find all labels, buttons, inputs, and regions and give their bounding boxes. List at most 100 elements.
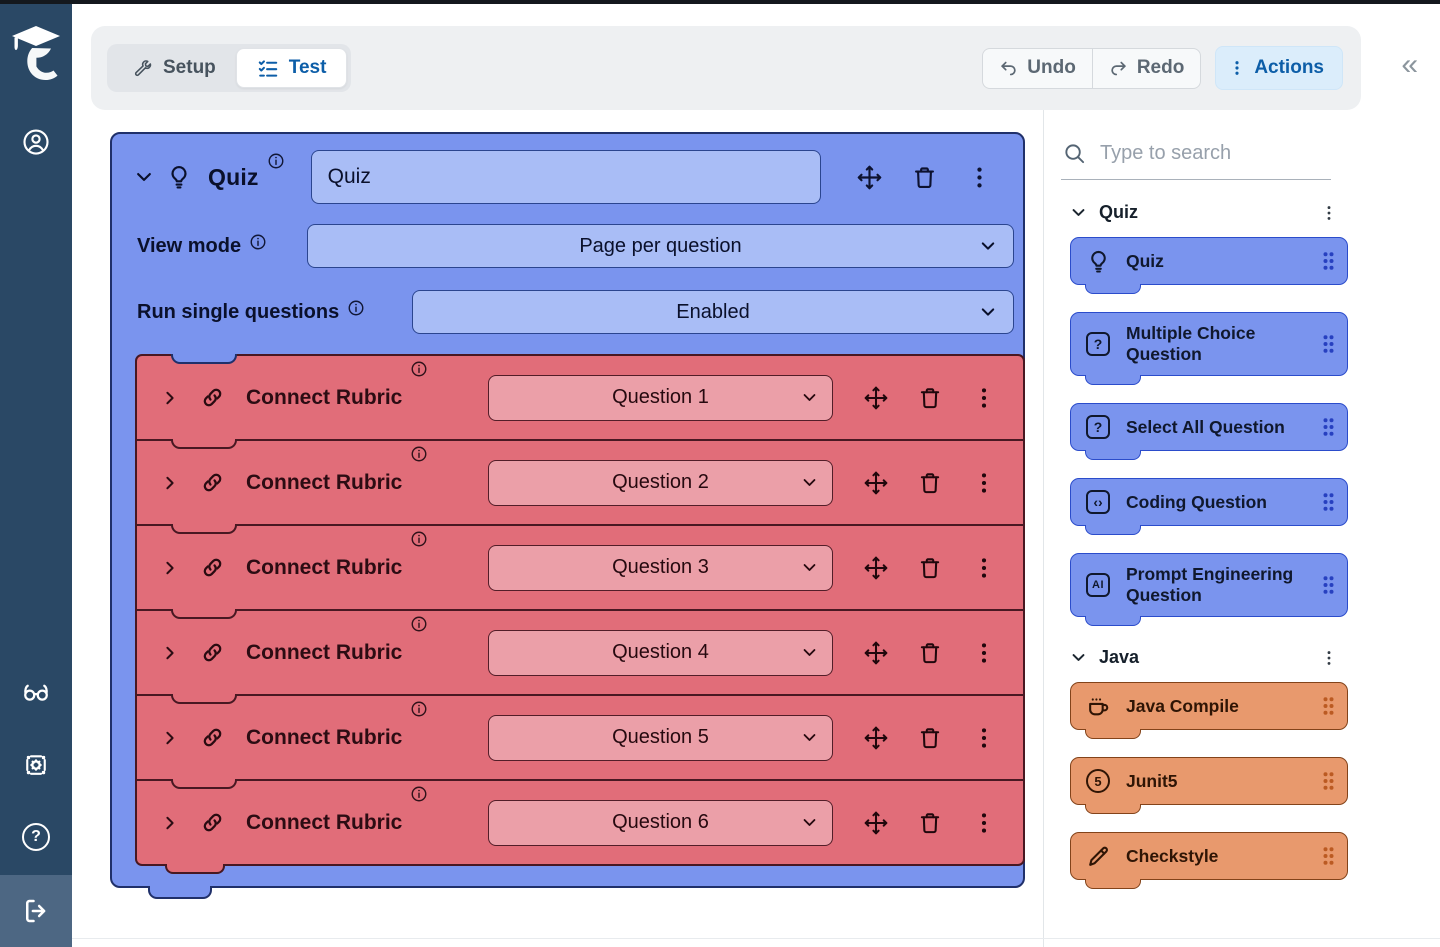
question-select[interactable]: Question 2 (488, 459, 833, 506)
trash-icon[interactable] (917, 555, 943, 581)
connect-rubric-block[interactable]: Connect Rubric Question 4 (135, 609, 1025, 696)
drag-handle-icon[interactable] (1322, 771, 1335, 791)
question-select[interactable]: Question 3 (488, 544, 833, 591)
info-icon[interactable] (410, 785, 428, 803)
autotest-button[interactable] (16, 745, 56, 785)
connect-rubric-title: Connect Rubric (246, 810, 403, 834)
palette-block[interactable]: ‹› Coding Question (1070, 478, 1348, 535)
question-select[interactable]: Question 1 (488, 374, 833, 421)
trash-icon[interactable] (917, 810, 943, 836)
connect-rubric-block[interactable]: Connect Rubric Question 3 (135, 524, 1025, 611)
chevron-down-icon[interactable] (134, 167, 154, 187)
kebab-icon[interactable] (1319, 648, 1339, 668)
tab-setup[interactable]: Setup (111, 48, 236, 88)
chevron-right-icon[interactable] (161, 474, 179, 492)
redo-button[interactable]: Redo (1091, 47, 1202, 89)
info-icon[interactable] (410, 530, 428, 548)
trash-icon[interactable] (917, 640, 943, 666)
trash-icon[interactable] (911, 164, 938, 191)
connect-rubric-actions (863, 725, 1003, 751)
block-palette-panel: Quiz Quiz (1043, 110, 1361, 947)
kebab-icon[interactable] (971, 725, 997, 751)
info-icon[interactable] (347, 299, 365, 317)
chevron-right-icon[interactable] (161, 729, 179, 747)
palette-block[interactable]: Java Compile (1070, 682, 1348, 739)
drag-handle-icon[interactable] (1322, 334, 1335, 354)
palette-block[interactable]: 5 Junit5 (1070, 757, 1348, 814)
wrench-icon (131, 57, 153, 79)
connect-rubric-block[interactable]: Connect Rubric Question 6 (135, 779, 1025, 874)
palette-block[interactable]: Checkstyle (1070, 832, 1348, 889)
view-mode-select[interactable]: Page per question (307, 224, 1014, 268)
connect-rubric-title: Connect Rubric (246, 555, 403, 579)
drag-handle-icon[interactable] (1322, 417, 1335, 437)
actions-button[interactable]: Actions (1215, 46, 1343, 90)
trash-icon[interactable] (917, 725, 943, 751)
help-button[interactable]: ? (16, 817, 56, 857)
info-icon[interactable] (249, 233, 267, 251)
kebab-icon[interactable] (971, 385, 997, 411)
info-icon[interactable] (410, 445, 428, 463)
move-icon[interactable] (863, 555, 889, 581)
review-button[interactable] (16, 672, 56, 712)
quiz-block[interactable]: Quiz (110, 132, 1025, 899)
kebab-icon[interactable] (971, 640, 997, 666)
info-icon[interactable] (410, 360, 428, 378)
connect-rubric-title: Connect Rubric (246, 640, 403, 664)
drag-handle-icon[interactable] (1322, 251, 1335, 271)
drag-handle-icon[interactable] (1322, 492, 1335, 512)
palette-block[interactable]: ? Multiple Choice Question (1070, 312, 1348, 385)
palette-blocks-java: Java Compile 5 Junit5 (1070, 682, 1348, 889)
chevron-down-icon[interactable] (1070, 204, 1087, 221)
quiz-block-header: Quiz (112, 148, 1023, 206)
drag-handle-icon[interactable] (1322, 696, 1335, 716)
app-logo-icon[interactable] (10, 24, 62, 80)
palette-block[interactable]: AI Prompt Engineering Question (1070, 553, 1348, 626)
connect-rubric-block[interactable]: Connect Rubric Question 5 (135, 694, 1025, 781)
drag-handle-icon[interactable] (1322, 575, 1335, 595)
connect-rubric-block[interactable]: Connect Rubric Question 2 (135, 439, 1025, 526)
palette-section-java-header: Java (1070, 647, 1339, 668)
run-single-questions-select[interactable]: Enabled (412, 290, 1014, 334)
connect-rubric-actions (863, 810, 1003, 836)
connect-rubric-block[interactable]: Connect Rubric Question 1 (135, 354, 1025, 441)
kebab-icon[interactable] (971, 555, 997, 581)
account-button[interactable] (16, 122, 56, 162)
palette-block[interactable]: Quiz (1070, 237, 1348, 294)
view-mode-value: Page per question (579, 234, 742, 257)
chevron-down-icon[interactable] (1070, 649, 1087, 666)
actions-label: Actions (1254, 57, 1324, 78)
info-icon[interactable] (267, 152, 285, 170)
info-icon[interactable] (410, 615, 428, 633)
kebab-icon[interactable] (966, 164, 993, 191)
info-icon[interactable] (410, 700, 428, 718)
palette-search-input[interactable] (1100, 142, 1331, 165)
move-icon[interactable] (863, 810, 889, 836)
chevron-right-icon[interactable] (161, 814, 179, 832)
chevron-right-icon[interactable] (161, 389, 179, 407)
collapse-panel-button[interactable]: « (1401, 50, 1418, 80)
palette-block[interactable]: ? Select All Question (1070, 403, 1348, 460)
kebab-icon[interactable] (1319, 203, 1339, 223)
undo-button[interactable]: Undo (982, 47, 1092, 89)
kebab-icon[interactable] (971, 810, 997, 836)
move-icon[interactable] (863, 385, 889, 411)
move-icon[interactable] (856, 164, 883, 191)
move-icon[interactable] (863, 725, 889, 751)
window-top-strip (0, 0, 1440, 4)
move-icon[interactable] (863, 640, 889, 666)
move-icon[interactable] (863, 470, 889, 496)
chevron-right-icon[interactable] (161, 644, 179, 662)
kebab-icon[interactable] (971, 470, 997, 496)
trash-icon[interactable] (917, 385, 943, 411)
question-select[interactable]: Question 6 (488, 799, 833, 846)
chevron-right-icon[interactable] (161, 559, 179, 577)
drag-handle-icon[interactable] (1322, 846, 1335, 866)
trash-icon[interactable] (917, 470, 943, 496)
tab-test[interactable]: Test (235, 48, 348, 88)
question-select[interactable]: Question 5 (488, 714, 833, 761)
question-select-value: Question 3 (612, 556, 709, 578)
question-select[interactable]: Question 4 (488, 629, 833, 676)
quiz-name-input[interactable] (310, 150, 821, 204)
logout-section[interactable] (0, 875, 72, 947)
